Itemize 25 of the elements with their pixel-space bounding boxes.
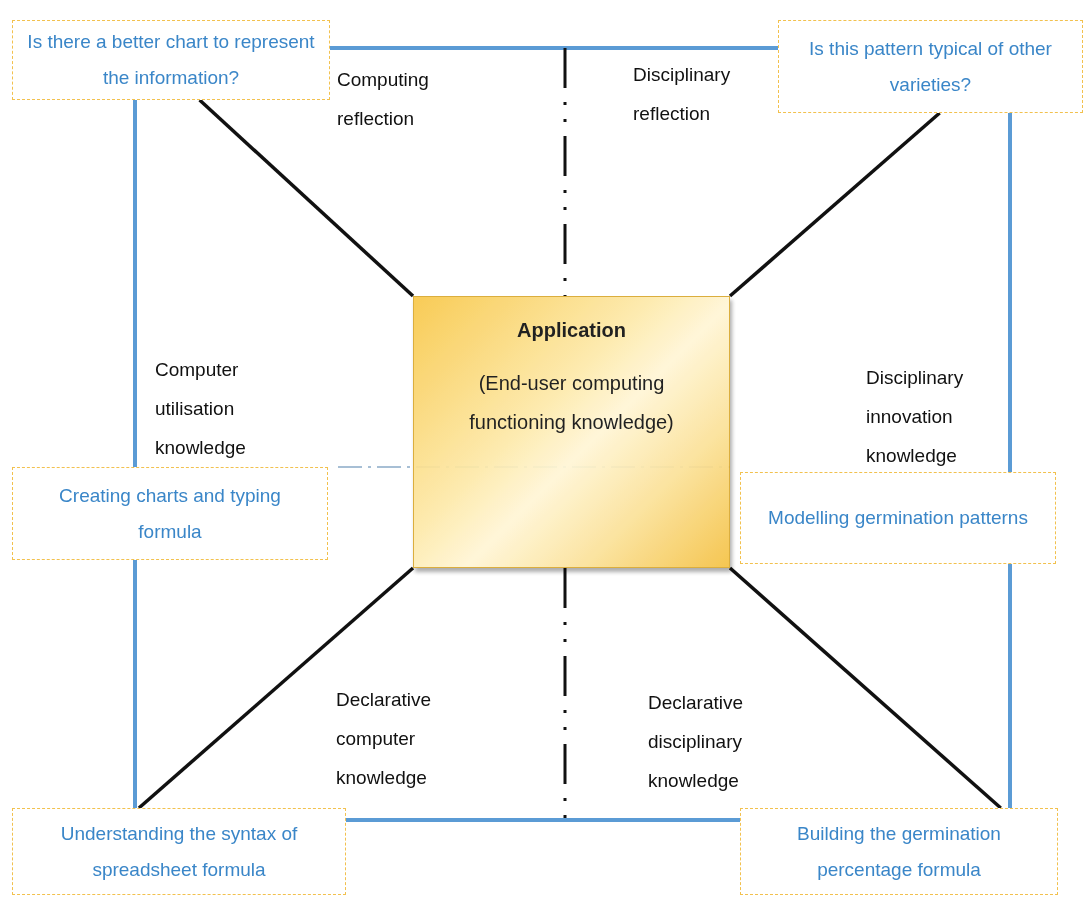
quadrant-label: Disciplinary reflection [633, 63, 732, 126]
application-box [413, 296, 730, 568]
question-box [778, 20, 1083, 113]
connector-line [728, 111, 941, 298]
connector-line [198, 98, 415, 298]
box-text: Understanding the syntax of spreadsheet formula [59, 821, 299, 882]
connector-line [728, 566, 1002, 810]
quadrant-label: Declarative disciplinary knowledge [648, 691, 745, 793]
question-box [740, 472, 1056, 564]
box-text: Building the germination percentage formula [796, 821, 1002, 882]
quadrant-label: Disciplinary innovation knowledge [866, 366, 965, 468]
box-text: Creating charts and typing formula [58, 483, 282, 544]
question-box [12, 20, 330, 100]
box-heading: Application [516, 318, 627, 343]
connector-line [137, 566, 415, 810]
box-text: (End-user computing functioning knowledge) [468, 371, 675, 435]
quadrant-label: Computing reflection [337, 68, 430, 131]
box-text: Is this pattern typical of other varieties? [808, 36, 1053, 97]
question-box [12, 467, 328, 560]
question-box [12, 808, 346, 895]
quadrant-label: Computer utilisation knowledge [155, 358, 247, 460]
box-text: Is there a better chart to represent the information? [27, 30, 315, 90]
box-text: Modelling germination patterns [768, 506, 1028, 530]
quadrant-label: Declarative computer knowledge [336, 688, 433, 790]
question-box [740, 808, 1058, 895]
